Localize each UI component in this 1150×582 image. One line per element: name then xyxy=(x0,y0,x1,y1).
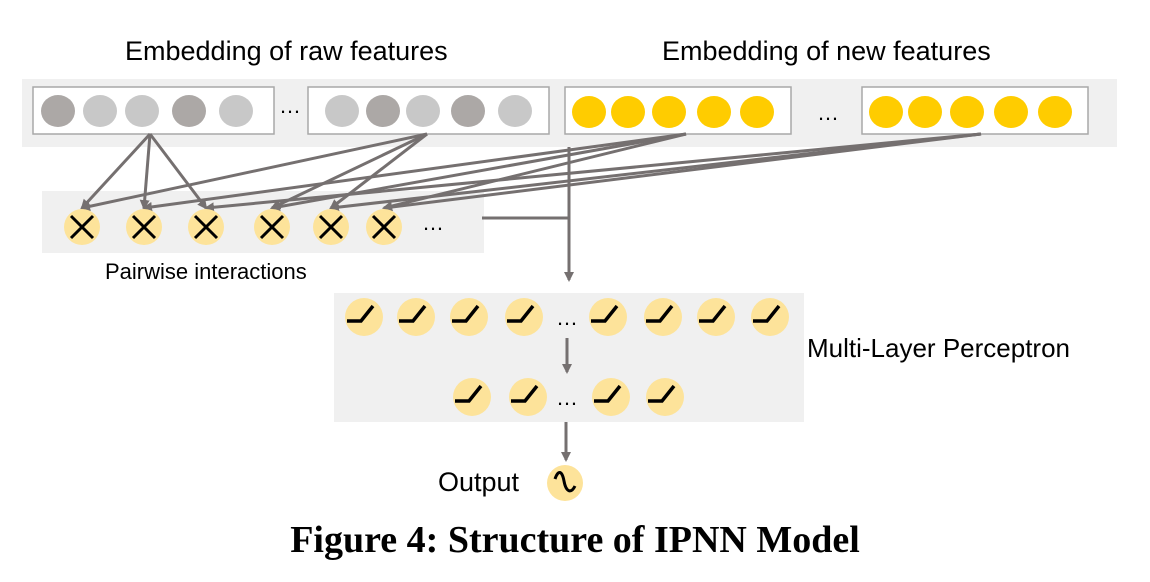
new-ellipsis: … xyxy=(817,100,839,125)
new-feature-embedding xyxy=(869,96,903,128)
raw-feature-embedding xyxy=(41,95,75,127)
relu-node xyxy=(397,298,435,336)
output-label: Output xyxy=(438,467,520,497)
relu-node xyxy=(751,298,789,336)
relu-node xyxy=(509,378,547,416)
relu-node xyxy=(697,298,735,336)
feature-to-interaction-arrow xyxy=(80,132,152,210)
raw-feature-embedding xyxy=(451,95,485,127)
relu-icon xyxy=(753,304,781,323)
feature-to-interaction-arrow xyxy=(142,132,687,212)
feature-to-interaction-arrow xyxy=(270,132,428,210)
new-feature-embedding xyxy=(950,96,984,128)
feature-to-interaction-arrow xyxy=(204,132,982,213)
feature-to-interaction-arrow xyxy=(80,132,428,212)
new-feature-embedding xyxy=(611,96,645,128)
relu-icon xyxy=(399,304,427,323)
new-feature-embedding xyxy=(652,96,686,128)
product-node xyxy=(313,209,349,245)
raw-feature-embedding xyxy=(498,95,532,127)
relu-icon xyxy=(511,384,539,403)
new-feature-embedding xyxy=(908,96,942,128)
relu-node xyxy=(453,378,491,416)
new-feature-embedding xyxy=(572,96,606,128)
relu-node xyxy=(646,378,684,416)
relu-icon xyxy=(646,304,674,323)
relu-node xyxy=(644,298,682,336)
new-feature-embedding xyxy=(697,96,731,128)
product-node xyxy=(254,209,290,245)
relu-node xyxy=(450,298,488,336)
feature-to-interaction-arrow xyxy=(148,133,208,210)
multiply-icon xyxy=(371,214,397,240)
mlp-ellipsis-1: … xyxy=(556,305,578,330)
figure-caption: Figure 4: Structure of IPNN Model xyxy=(290,519,860,561)
output-node xyxy=(547,465,583,501)
feature-to-interaction-arrow xyxy=(382,132,982,212)
pairwise-ellipsis: … xyxy=(422,210,444,235)
mlp-ellipsis-2: … xyxy=(556,385,578,410)
multiply-icon xyxy=(318,214,344,240)
relu-node xyxy=(345,298,383,336)
mlp-label: Multi-Layer Perceptron xyxy=(807,333,1070,363)
relu-icon xyxy=(455,384,483,403)
relu-icon xyxy=(594,384,622,403)
relu-icon xyxy=(347,304,375,323)
raw-feature-embedding xyxy=(366,95,400,127)
product-node xyxy=(188,209,224,245)
multiply-icon xyxy=(259,214,285,240)
new-feature-embedding xyxy=(994,96,1028,128)
relu-icon xyxy=(452,304,480,323)
raw-feature-embedding xyxy=(219,95,253,127)
relu-icon xyxy=(699,304,727,323)
raw-feature-embedding xyxy=(83,95,117,127)
multiply-icon xyxy=(131,214,157,240)
new-features-label: Embedding of new features xyxy=(662,36,991,66)
new-feature-embedding xyxy=(1038,96,1072,128)
product-node xyxy=(64,209,100,245)
raw-feature-embedding xyxy=(172,95,206,127)
relu-icon xyxy=(648,384,676,403)
new-feature-embedding xyxy=(740,96,774,128)
raw-feature-embedding xyxy=(325,95,359,127)
relu-icon xyxy=(591,304,619,323)
multiply-icon xyxy=(193,214,219,240)
product-node xyxy=(126,209,162,245)
pairwise-label: Pairwise interactions xyxy=(105,259,307,284)
relu-icon xyxy=(507,304,535,323)
sigmoid-icon xyxy=(553,471,577,493)
raw-feature-embedding xyxy=(406,95,440,127)
relu-node xyxy=(589,298,627,336)
raw-features-label: Embedding of raw features xyxy=(125,36,448,66)
raw-feature-embedding xyxy=(125,95,159,127)
relu-node xyxy=(505,298,543,336)
multiply-icon xyxy=(69,214,95,240)
product-node xyxy=(366,209,402,245)
relu-node xyxy=(592,378,630,416)
raw-ellipsis: … xyxy=(279,93,301,118)
